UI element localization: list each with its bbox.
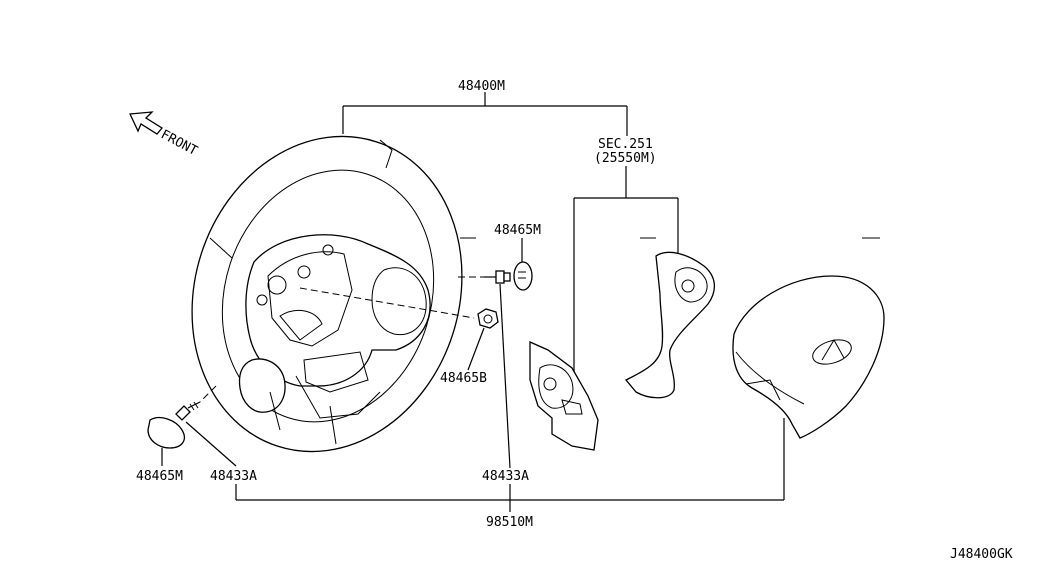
- assembly-line-lower: [199, 385, 217, 403]
- steering-switch-right: [624, 251, 715, 399]
- front-label: FRONT: [158, 127, 200, 159]
- section-part-number: (25550M): [594, 151, 657, 166]
- emblem-cap-upper-part-number: 48465M: [494, 223, 541, 238]
- front-arrow-icon: [129, 111, 163, 135]
- airbag-leader: [235, 418, 785, 512]
- assembly-line-upper: [299, 287, 475, 319]
- nut: [477, 308, 499, 329]
- steering-wheel-leader: [342, 92, 628, 136]
- screw-right-leader: [499, 283, 511, 469]
- infiniti-logo-icon: [812, 339, 852, 365]
- diagram-id: J48400GK: [950, 547, 1013, 562]
- steering-wheel-part-number: 48400M: [458, 79, 505, 94]
- screw-lower: [175, 401, 201, 421]
- nut-part-number: 48465B: [440, 371, 487, 386]
- section-reference: SEC.251: [598, 137, 653, 152]
- switch-leader: [573, 166, 679, 372]
- nut-leader: [467, 327, 485, 371]
- screw-left-leader: [185, 421, 237, 467]
- emblem-cap-lower: [147, 416, 185, 449]
- emblem-cap-upper: [513, 261, 533, 291]
- steering-switch-left: [529, 340, 599, 451]
- screw-clip-upper: [484, 270, 511, 284]
- screw-left-part-number: 48433A: [210, 469, 257, 484]
- airbag-module: [732, 275, 885, 439]
- emblem-cap-lower-part-number: 48465M: [136, 469, 183, 484]
- airbag-part-number: 98510M: [486, 515, 533, 530]
- screw-right-part-number: 48433A: [482, 469, 529, 484]
- steering-wheel: [191, 135, 463, 453]
